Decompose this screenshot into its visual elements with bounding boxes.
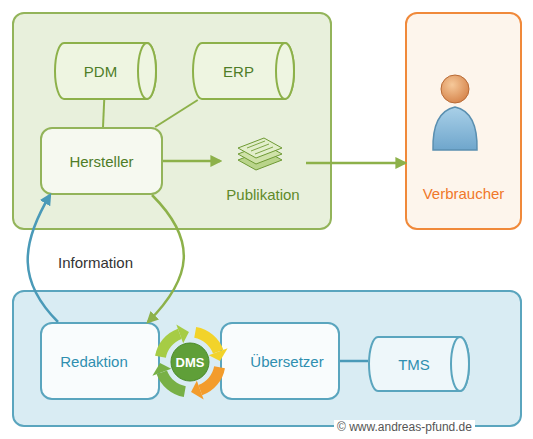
process-box: Übersetzer [220,322,340,400]
cycle-circle: DMS [148,320,232,404]
node-label: Publikation [226,186,299,203]
text-area: Hersteller [42,129,161,193]
cycle-label: DMS [176,355,205,370]
node-label: Redaktion [60,353,128,370]
cycle-core [171,343,209,381]
watermark: © www.andreas-pfund.de [334,420,475,434]
cylinder-body [55,43,156,99]
flow-arrow [28,195,58,322]
cylinder-cap [276,43,294,99]
cycle-arrowhead [152,363,171,376]
flow-arrow [163,160,220,163]
flow-arrow [148,195,184,322]
text-area: Verbraucher [407,14,520,228]
system-group: Redaktion DMS Übersetzer TMS [12,290,522,427]
node-label: TMS [398,356,430,373]
cylinder-body [193,43,294,99]
text-area: Übersetzer [222,324,338,398]
flow-label: Information [58,254,133,271]
process-box: Redaktion [40,322,160,400]
actor-box: Verbraucher [405,12,522,230]
process-box: Hersteller [40,127,163,195]
cylinder-cap [138,43,156,99]
cylinder-cap [451,337,469,391]
system-group: PDM ERP HerstellerPublikation [12,12,332,230]
node-label: Verbraucher [423,185,505,202]
connector-line [340,360,368,363]
text-area: Redaktion [42,324,158,398]
text-area: Publikation [220,121,306,205]
database-cylinder: PDM [54,42,157,100]
database-cylinder: ERP [192,42,295,100]
database-cylinder: TMS [368,336,470,392]
node-label: PDM [84,63,117,80]
node-label: Übersetzer [250,353,323,370]
connector-line [103,100,104,127]
connector-line [155,100,198,127]
cylinder-body [369,337,469,391]
node-label: Hersteller [69,153,133,170]
text-area: TMS [368,336,470,392]
flow-arrow [306,162,405,165]
cycle-arrowhead [191,381,204,400]
cycle-arrowhead [176,324,189,343]
document-node: Publikation [220,121,306,205]
text-area: PDM [54,42,157,100]
text-area: ERP [192,42,295,100]
node-label: ERP [223,63,254,80]
text-area: DMS [148,320,232,404]
